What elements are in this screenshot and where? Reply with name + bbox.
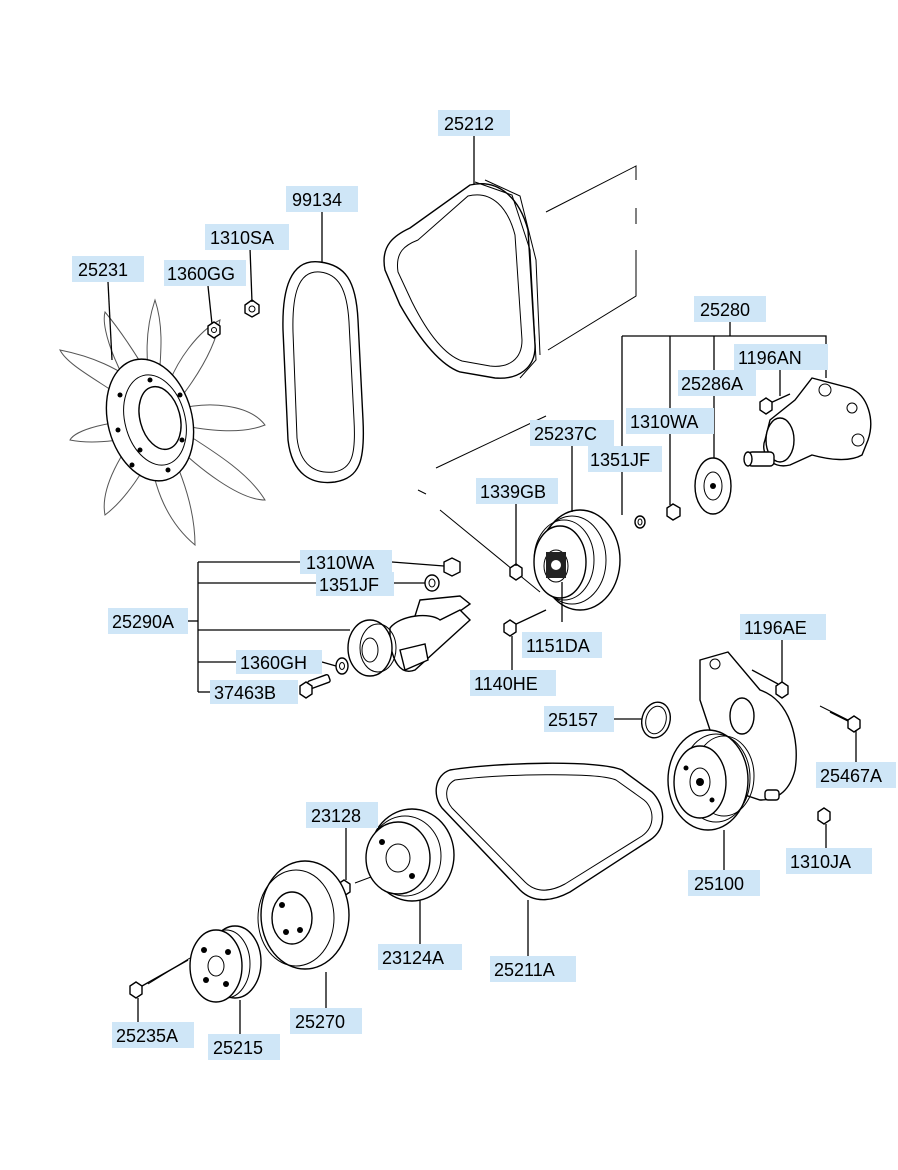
svg-text:25235A: 25235A xyxy=(116,1026,178,1046)
tensioner-housing xyxy=(743,377,872,467)
label-1310sa: 1310SA xyxy=(205,224,289,250)
nut-1310ja xyxy=(817,807,831,825)
svg-text:23124A: 23124A xyxy=(382,948,444,968)
svg-text:1360GG: 1360GG xyxy=(167,264,235,284)
v-belt-25211a xyxy=(435,762,664,901)
idler-pulley-25237c xyxy=(533,509,621,611)
tensioner-assembly xyxy=(347,595,472,677)
washer-1351jf-left xyxy=(424,574,440,592)
label-25467a: 25467A xyxy=(816,762,896,788)
svg-text:1196AE: 1196AE xyxy=(744,618,807,638)
bolt-37463b xyxy=(299,674,331,699)
label-1360gg: 1360GG xyxy=(164,260,246,286)
svg-text:25280: 25280 xyxy=(700,300,750,320)
label-1351jf-left: 1351JF xyxy=(316,572,394,596)
label-25270: 25270 xyxy=(290,1008,362,1034)
svg-text:1339GB: 1339GB xyxy=(480,482,546,502)
svg-text:99134: 99134 xyxy=(292,190,342,210)
nut-1360gg xyxy=(207,321,221,339)
svg-text:1196AN: 1196AN xyxy=(738,348,802,368)
svg-text:25157: 25157 xyxy=(548,710,598,730)
multi-belt-25212 xyxy=(383,179,541,379)
nut-1310wa-top xyxy=(666,503,681,521)
label-1196ae: 1196AE xyxy=(740,614,826,640)
washer-1351jf-top xyxy=(634,515,646,529)
label-1360gh: 1360GH xyxy=(236,650,322,674)
nut-1310sa xyxy=(244,299,260,318)
damper-25270 xyxy=(257,860,350,970)
svg-text:25231: 25231 xyxy=(78,260,128,280)
svg-text:25286A: 25286A xyxy=(681,374,743,394)
label-1351jf-top: 1351JF xyxy=(588,446,662,472)
pulley-25286a xyxy=(694,457,732,515)
label-1151da: 1151DA xyxy=(522,632,602,658)
label-25211a: 25211A xyxy=(490,956,576,982)
label-1310wa-left: 1310WA xyxy=(300,550,392,574)
svg-text:1310JA: 1310JA xyxy=(790,852,851,872)
nut-1310wa-left xyxy=(443,557,461,577)
svg-text:1310WA: 1310WA xyxy=(630,412,698,432)
svg-text:25211A: 25211A xyxy=(494,960,555,980)
svg-text:23128: 23128 xyxy=(311,806,361,826)
label-25280: 25280 xyxy=(694,296,766,322)
svg-text:25237C: 25237C xyxy=(534,424,597,444)
v-belt-99134 xyxy=(282,261,365,484)
label-1196an: 1196AN xyxy=(734,344,828,370)
svg-text:25212: 25212 xyxy=(444,114,494,134)
svg-text:1151DA: 1151DA xyxy=(526,636,590,656)
svg-text:25100: 25100 xyxy=(694,874,744,894)
label-25231: 25231 xyxy=(72,256,144,282)
bolt-25467a xyxy=(829,711,861,733)
svg-text:1351JF: 1351JF xyxy=(590,450,650,470)
bolt-25235a xyxy=(129,959,189,999)
label-25237c: 25237C xyxy=(530,420,614,446)
leader-lines xyxy=(107,136,857,1034)
label-1310ja: 1310JA xyxy=(786,848,872,874)
crank-pulley-23124a xyxy=(365,808,455,902)
label-1339gb: 1339GB xyxy=(476,478,558,504)
svg-text:1310WA: 1310WA xyxy=(306,553,374,573)
cooling-fan xyxy=(59,298,266,547)
label-25235a: 25235A xyxy=(112,1022,194,1048)
gasket-25157 xyxy=(640,701,672,739)
label-23124a: 23124A xyxy=(378,944,462,970)
svg-text:25270: 25270 xyxy=(295,1012,345,1032)
pulley-25215 xyxy=(189,925,262,1003)
label-37463b: 37463B xyxy=(210,680,298,704)
label-25215: 25215 xyxy=(208,1034,280,1060)
label-25157: 25157 xyxy=(544,706,614,732)
label-25212: 25212 xyxy=(438,110,510,136)
svg-text:1360GH: 1360GH xyxy=(240,653,307,673)
label-25286a: 25286A xyxy=(678,370,756,396)
nut-1339gb xyxy=(509,563,523,581)
svg-text:1351JF: 1351JF xyxy=(319,575,379,595)
svg-text:25215: 25215 xyxy=(213,1038,263,1058)
label-23128: 23128 xyxy=(306,802,378,828)
label-1310wa-top: 1310WA xyxy=(626,408,714,434)
label-25100: 25100 xyxy=(688,870,760,896)
svg-text:25290A: 25290A xyxy=(112,612,174,632)
svg-text:1140HE: 1140HE xyxy=(474,674,538,694)
svg-text:37463B: 37463B xyxy=(214,683,276,703)
label-99134: 99134 xyxy=(286,186,358,212)
svg-text:1310SA: 1310SA xyxy=(210,228,274,248)
label-1140he: 1140HE xyxy=(470,670,556,696)
washer-1360gh xyxy=(335,657,349,675)
water-pump-25100 xyxy=(667,651,797,831)
bolt-1140he xyxy=(503,609,547,637)
label-25290a: 25290A xyxy=(108,608,188,634)
svg-text:25467A: 25467A xyxy=(820,766,882,786)
bolt-1196an xyxy=(759,393,791,415)
